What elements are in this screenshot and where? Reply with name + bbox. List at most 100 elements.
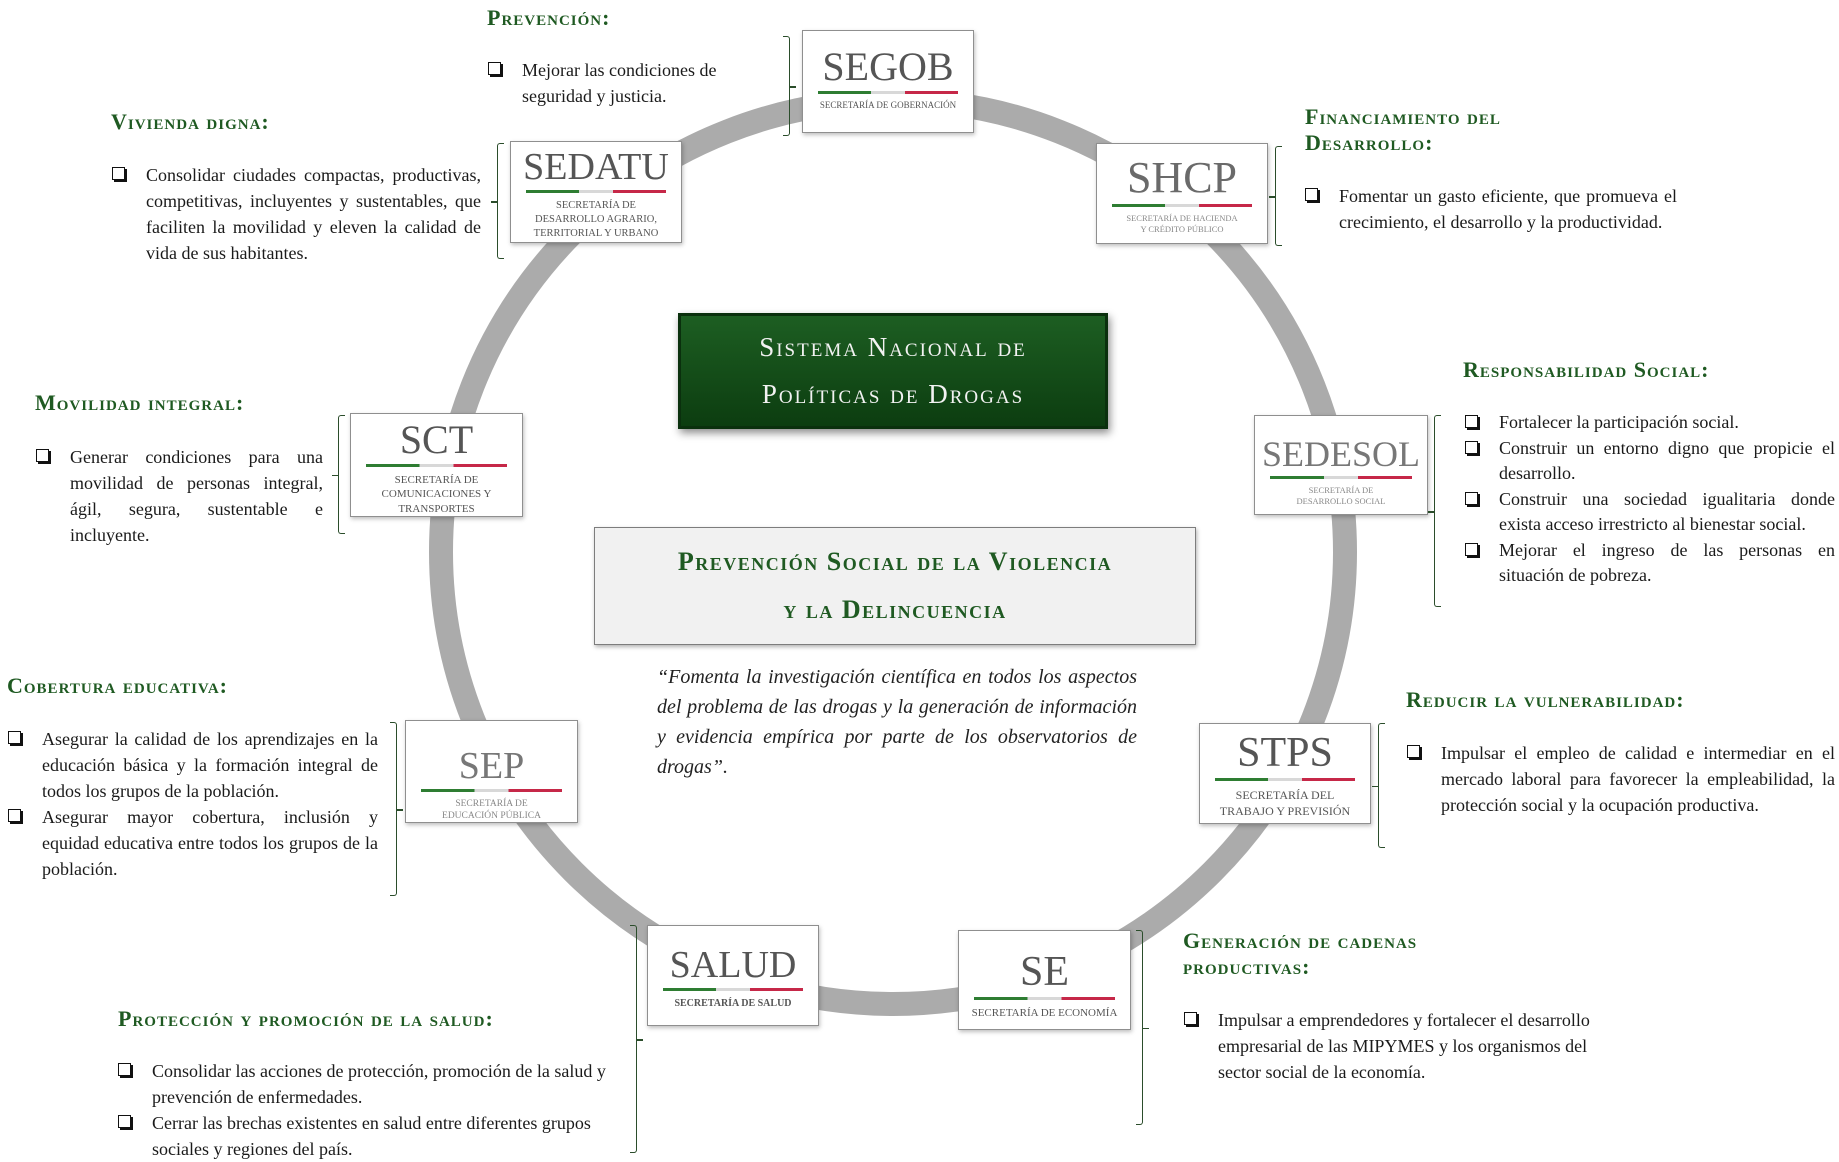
logo-shcp: SHCP Secretaría de Hacienda y Crédito Pú…	[1096, 143, 1268, 244]
list-item-text: Asegurar la calidad de los aprendizajes …	[42, 729, 378, 802]
logo-subtitle: Secretaría de Desarrollo Social	[1296, 485, 1386, 507]
logo-flag-bar	[366, 464, 507, 467]
logo-sedesol: SEDESOL Secretaría de Desarrollo Social	[1254, 415, 1428, 515]
list-responsabilidad: Fortalecer la participación social. Cons…	[1465, 410, 1835, 589]
bracket-tip	[1372, 785, 1378, 787]
central-subtitle-line1: Prevención Social de la Violencia	[677, 546, 1113, 576]
list-item: Construir una sociedad igualitaria donde…	[1465, 487, 1835, 538]
logo-flag-bar	[1270, 476, 1412, 479]
bracket	[491, 143, 504, 259]
list-item: Consolidar las acciones de protección, p…	[118, 1058, 613, 1110]
logo-abbr: SEGOB	[822, 44, 954, 89]
list-item: Cerrar las brechas existentes en salud e…	[118, 1110, 613, 1162]
bracket-tip	[491, 201, 497, 203]
logo-flag-bar	[1112, 204, 1252, 207]
central-title-box: Sistema Nacional de Políticas de Drogas	[678, 313, 1108, 429]
list-item-text: Impulsar a emprendedores y fortalecer el…	[1218, 1010, 1590, 1083]
list-vulnerabilidad: Impulsar el empleo de calidad e intermed…	[1407, 740, 1835, 818]
logo-sedatu: SEDATU Secretaría de Desarrollo Agrario,…	[510, 141, 682, 243]
logo-abbr: STPS	[1237, 730, 1333, 776]
checkbox-bullet-icon	[112, 167, 125, 180]
heading-line: Financiamiento del	[1305, 104, 1501, 129]
list-item-text: Mejorar las condiciones de seguridad y j…	[522, 60, 717, 107]
logo-sct: SCT Secretaría de Comunicaciones y Trans…	[350, 413, 523, 517]
heading-line: productivas:	[1183, 954, 1311, 980]
list-salud: Consolidar las acciones de protección, p…	[118, 1058, 613, 1162]
list-item-text: Mejorar el ingreso de las personas en si…	[1499, 539, 1835, 586]
central-title-line2: Políticas de Drogas	[761, 379, 1025, 409]
list-item: Fortalecer la participación social.	[1465, 410, 1835, 436]
list-movilidad: Generar condiciones para una movilidad d…	[36, 444, 323, 548]
logo-subtitle: Secretaría de Comunicaciones y Transport…	[381, 474, 492, 515]
logo-flag-bar	[1215, 778, 1355, 781]
logo-abbr: SHCP	[1126, 153, 1238, 202]
heading-line: Desarrollo:	[1305, 130, 1434, 156]
logo-salud: SALUD Secretaría de Salud	[647, 925, 819, 1026]
logo-flag-bar	[526, 190, 666, 193]
bracket	[783, 36, 796, 136]
list-vivienda: Consolidar ciudades compactas, productiv…	[112, 162, 481, 266]
list-item: Construir un entorno digno que propicie …	[1465, 436, 1835, 487]
bracket-tip	[1269, 196, 1275, 198]
list-item: Generar condiciones para una movilidad d…	[36, 444, 323, 548]
central-title-line1: Sistema Nacional de	[759, 331, 1027, 362]
list-item: Fomentar un gasto eficiente, que promuev…	[1305, 183, 1677, 235]
bracket	[1428, 415, 1441, 607]
list-item-text: Consolidar las acciones de protección, p…	[152, 1061, 606, 1108]
logo-subtitle: Secretaría del Trabajo y Previsión Socia…	[1219, 788, 1351, 823]
logo-abbr: SEDATU	[523, 146, 669, 188]
checkbox-bullet-icon	[1184, 1012, 1197, 1025]
heading-line: Generación de cadenas	[1183, 928, 1418, 953]
logo-subtitle: Secretaría de Hacienda y Crédito Público	[1126, 213, 1238, 235]
logo-flag-bar	[421, 789, 562, 792]
heading-prevencion: Prevención:	[487, 5, 611, 30]
logo-subtitle: Secretaría de Desarrollo Agrario, Territ…	[533, 200, 659, 240]
bracket	[390, 722, 403, 896]
checkbox-bullet-icon	[1465, 542, 1478, 556]
list-item-text: Construir un entorno digno que propicie …	[1499, 437, 1835, 484]
central-subtitle-box: Prevención Social de la Violencia y la D…	[594, 527, 1196, 645]
logo-stps: STPS Secretaría del Trabajo y Previsión …	[1199, 723, 1371, 824]
checkbox-bullet-icon	[1465, 440, 1478, 454]
list-item-text: Construir una sociedad igualitaria donde…	[1499, 488, 1835, 535]
central-quote: “Fomenta la investigación científica en …	[657, 666, 1137, 778]
heading-financiamiento: Financiamiento del Desarrollo:	[1305, 104, 1501, 157]
checkbox-bullet-icon	[1465, 491, 1478, 505]
bracket-tip	[1428, 511, 1434, 513]
list-item-text: Impulsar el empleo de calidad e intermed…	[1441, 743, 1835, 816]
checkbox-bullet-icon	[8, 809, 21, 823]
bracket-tip	[790, 86, 796, 88]
list-item: Asegurar la calidad de los aprendizajes …	[8, 726, 378, 804]
logo-flag-bar	[663, 988, 803, 991]
logo-flag-bar	[818, 91, 958, 94]
logo-flag-bar	[974, 997, 1115, 1000]
heading-vulnerabilidad: Reducir la vulnerabilidad:	[1406, 687, 1685, 712]
list-item: Mejorar el ingreso de las personas en si…	[1465, 538, 1835, 589]
list-financiamiento: Fomentar un gasto eficiente, que promuev…	[1305, 183, 1677, 235]
list-prevencion: Mejorar las condiciones de seguridad y j…	[488, 57, 760, 109]
checkbox-bullet-icon	[8, 731, 21, 744]
bracket	[1372, 723, 1385, 848]
central-subtitle-line2: y la Delincuencia	[783, 595, 1007, 624]
heading-responsabilidad: Responsabilidad Social:	[1463, 357, 1710, 382]
list-item-text: Consolidar ciudades compactas, productiv…	[146, 165, 481, 264]
list-item: Consolidar ciudades compactas, productiv…	[112, 162, 481, 266]
logo-se: SE Secretaría de Economía	[958, 930, 1131, 1030]
checkbox-bullet-icon	[118, 1115, 131, 1129]
list-educativa: Asegurar la calidad de los aprendizajes …	[8, 726, 378, 883]
list-item: Asegurar mayor cobertura, inclusión y eq…	[8, 804, 378, 882]
logo-segob: SEGOB Secretaría de Gobernación	[802, 30, 974, 133]
checkbox-bullet-icon	[118, 1063, 131, 1076]
heading-cadenas: Generación de cadenas productivas:	[1183, 928, 1417, 981]
list-item-text: Asegurar mayor cobertura, inclusión y eq…	[42, 807, 378, 880]
logo-abbr: SEP	[458, 745, 525, 787]
list-item: Mejorar las condiciones de seguridad y j…	[488, 57, 760, 109]
list-item-text: Fortalecer la participación social.	[1499, 412, 1739, 432]
bracket-tip	[637, 1039, 643, 1041]
logo-abbr: SALUD	[669, 944, 797, 986]
checkbox-bullet-icon	[36, 449, 49, 462]
heading-movilidad: Movilidad integral:	[35, 390, 245, 415]
logo-subtitle: Secretaría de Economía	[971, 1007, 1118, 1019]
logo-sep: SEP Secretaría de Educación Pública	[405, 720, 578, 823]
logo-abbr: SEDESOL	[1261, 434, 1420, 474]
